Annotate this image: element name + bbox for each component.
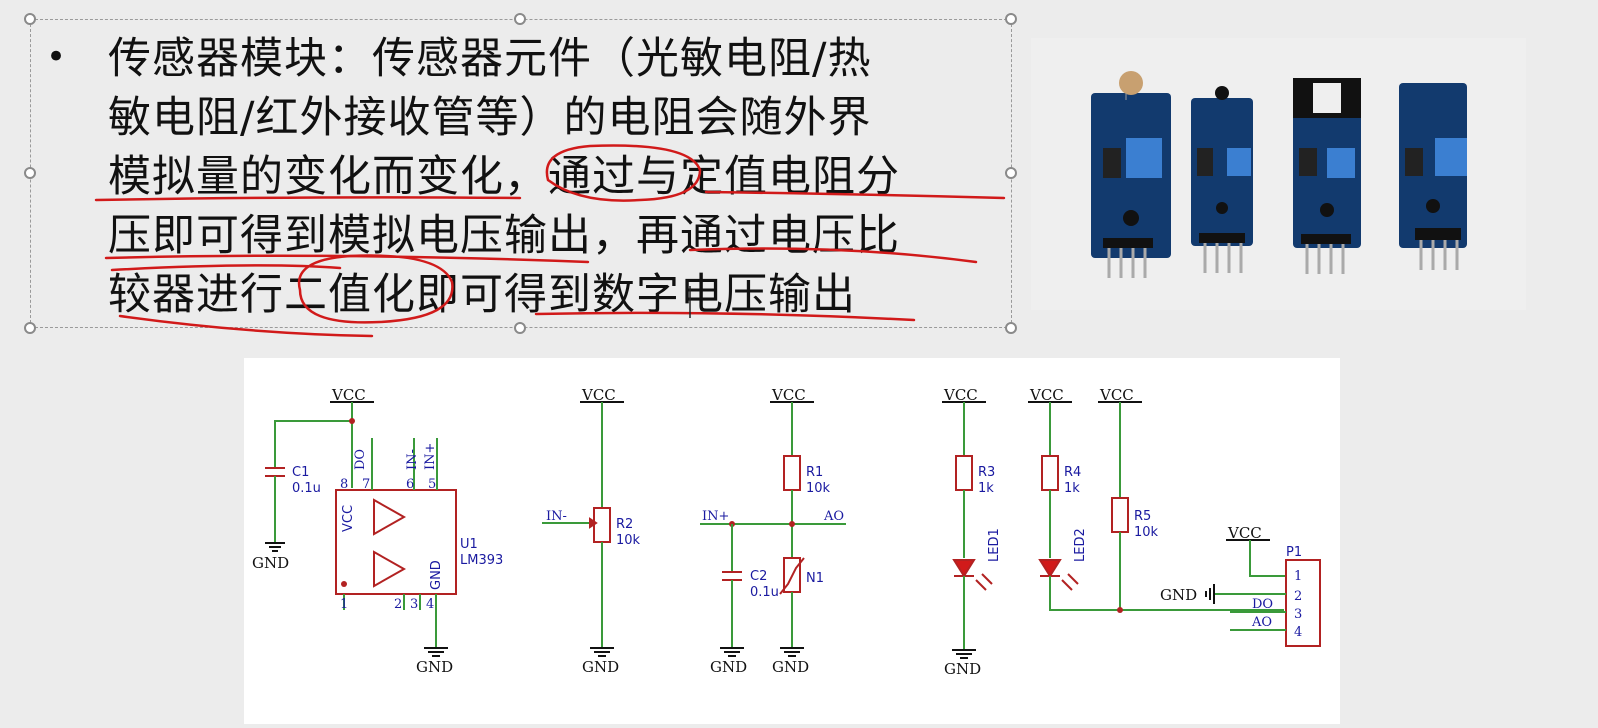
r1-net-in-plus: IN+ <box>702 509 729 524</box>
u1-net-do: DO <box>353 449 368 470</box>
resize-handle-bottom-right[interactable] <box>1005 322 1017 334</box>
c2-ref: C2 <box>750 569 767 584</box>
gnd-label-c1: GND <box>252 554 289 572</box>
p1-ref: P1 <box>1286 545 1302 560</box>
led2-ref: LED2 <box>1073 528 1088 562</box>
u1-pin-8: 8 <box>340 477 348 492</box>
u1-pin-7: 7 <box>362 477 370 492</box>
u1-pin-5: 5 <box>428 477 436 492</box>
r1-value: 10k <box>806 481 831 496</box>
resize-handle-middle-right[interactable] <box>1005 167 1017 179</box>
r1-ref: R1 <box>806 465 823 480</box>
gnd-label-u1: GND <box>416 658 453 676</box>
u1-pin-2: 2 <box>394 597 402 612</box>
module-infrared <box>1293 78 1361 274</box>
paragraph-text[interactable]: 传感器模块：传感器元件（光敏电阻/热 敏电阻/红外接收管等）的电阻会随外界 模拟… <box>108 34 900 320</box>
u1-body <box>335 489 457 595</box>
c1-value: 0.1u <box>292 481 321 496</box>
u1-pin-1: 1 <box>340 597 348 612</box>
n1-ref: N1 <box>806 571 824 586</box>
resize-handle-top-left[interactable] <box>24 13 36 25</box>
vcc-label-r2: VCC <box>581 386 616 404</box>
vcc-label-u1: VCC <box>331 386 366 404</box>
u1-net-in-minus: IN- <box>405 449 420 470</box>
r2-net-in-minus: IN- <box>546 509 567 524</box>
p1-pin-1: 1 <box>1294 569 1302 584</box>
sensor-module-schematic: VCC C1 0.1u GND <box>244 358 1340 724</box>
r4-value: 1k <box>1064 481 1080 496</box>
vcc-label-r3: VCC <box>943 386 978 404</box>
u1-part: LM393 <box>460 553 503 568</box>
p1-pin-3: 3 <box>1294 607 1302 622</box>
gnd-label-r2: GND <box>582 658 619 676</box>
sensor-modules-photo <box>1031 38 1526 310</box>
module-photoresistor <box>1091 71 1171 278</box>
resize-handle-top-center[interactable] <box>514 13 526 25</box>
u1-net-in-plus: IN+ <box>423 443 438 470</box>
p1-pin-4: 4 <box>1294 625 1302 640</box>
vcc-label-r4: VCC <box>1029 386 1064 404</box>
module-adjustable <box>1399 83 1467 270</box>
module-thermistor <box>1191 86 1253 273</box>
resize-handle-bottom-left[interactable] <box>24 322 36 334</box>
u1-pin-3: 3 <box>410 597 418 612</box>
r5-ref: R5 <box>1134 509 1151 524</box>
r4-ref: R4 <box>1064 465 1081 480</box>
p1-net-ao: AO <box>1251 615 1272 630</box>
u1-gnd-pin-label: GND <box>429 560 444 590</box>
bullet: • <box>46 37 67 77</box>
resize-handle-bottom-center[interactable] <box>514 322 526 334</box>
u1-pin-6: 6 <box>406 477 414 492</box>
r2-ref: R2 <box>616 517 633 532</box>
c2-value: 0.1u <box>750 585 779 600</box>
gnd-label-p1: GND <box>1160 586 1197 604</box>
r1-net-ao: AO <box>823 509 844 524</box>
u1-vcc-pin-label: VCC <box>341 505 356 532</box>
vcc-label-p1: VCC <box>1227 524 1262 542</box>
gnd-label-led1: GND <box>944 660 981 678</box>
r3-ref: R3 <box>978 465 995 480</box>
vcc-label-r1: VCC <box>771 386 806 404</box>
p1-net-do: DO <box>1252 597 1273 612</box>
p1-pin-2: 2 <box>1294 589 1302 604</box>
p1-body <box>1285 559 1321 647</box>
resize-handle-middle-left[interactable] <box>24 167 36 179</box>
vcc-label-r5: VCC <box>1099 386 1134 404</box>
led1-ref: LED1 <box>987 528 1002 562</box>
u1-pin-4: 4 <box>426 597 434 612</box>
gnd-label-n1: GND <box>772 658 809 676</box>
c1-ref: C1 <box>292 465 309 480</box>
gnd-label-c2: GND <box>710 658 747 676</box>
r3-value: 1k <box>978 481 994 496</box>
r2-value: 10k <box>616 533 641 548</box>
u1-ref: U1 <box>460 537 478 552</box>
resize-handle-top-right[interactable] <box>1005 13 1017 25</box>
r5-value: 10k <box>1134 525 1159 540</box>
